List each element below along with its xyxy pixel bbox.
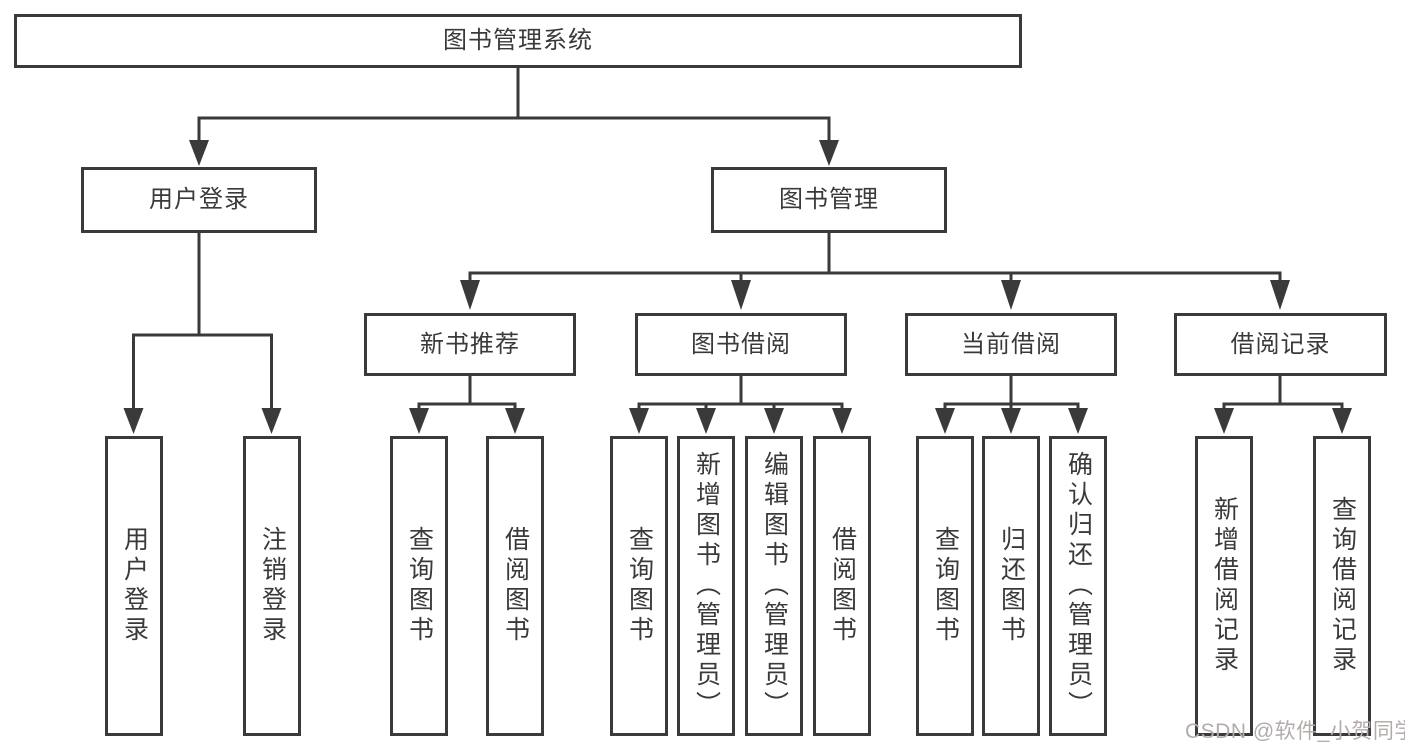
- node-leaf-edit-book-admin: 编辑图书（管理员）: [745, 436, 803, 736]
- node-leaf-query-books-borrowing: 查询图书: [610, 436, 668, 736]
- node-label: 图书管理系统: [443, 27, 593, 54]
- node-label: 新增图书（管理员）: [692, 451, 721, 721]
- node-user-login-group: 用户登录: [81, 167, 317, 233]
- node-leaf-add-borrow-record: 新增借阅记录: [1195, 436, 1253, 736]
- node-label: 图书借阅: [691, 330, 791, 358]
- node-book-management: 图书管理: [711, 167, 947, 233]
- node-new-book-recommend: 新书推荐: [364, 313, 576, 376]
- node-label: 借阅记录: [1230, 330, 1331, 358]
- node-label: 归还图书: [997, 526, 1026, 646]
- node-leaf-user-login: 用户登录: [105, 436, 163, 736]
- node-leaf-query-books-recommend: 查询图书: [390, 436, 448, 736]
- node-label: 查询图书: [405, 526, 434, 646]
- node-label: 图书管理: [779, 186, 879, 213]
- node-leaf-logout: 注销登录: [243, 436, 301, 736]
- node-leaf-confirm-return-admin: 确认归还（管理员）: [1049, 436, 1107, 736]
- node-leaf-borrow-books-borrowing: 借阅图书: [813, 436, 871, 736]
- node-book-borrowing: 图书借阅: [635, 313, 847, 376]
- node-label: 借阅图书: [828, 526, 857, 646]
- node-leaf-borrow-books-recommend: 借阅图书: [486, 436, 544, 736]
- node-label: 查询图书: [625, 526, 654, 646]
- node-label: 当前借阅: [961, 330, 1061, 358]
- node-label: 确认归还（管理员）: [1064, 451, 1093, 721]
- node-leaf-return-book: 归还图书: [982, 436, 1040, 736]
- node-label: 查询图书: [931, 526, 960, 646]
- node-label: 新书推荐: [420, 330, 520, 358]
- node-label: 用户登录: [120, 526, 149, 646]
- node-label: 查询借阅记录: [1328, 496, 1357, 676]
- node-borrowing-records: 借阅记录: [1174, 313, 1387, 376]
- node-label: 注销登录: [258, 526, 287, 646]
- node-label: 借阅图书: [501, 526, 530, 646]
- node-label: 编辑图书（管理员）: [760, 451, 789, 721]
- node-leaf-query-books-current: 查询图书: [916, 436, 974, 736]
- node-label: 用户登录: [149, 186, 249, 213]
- node-label: 新增借阅记录: [1210, 496, 1239, 676]
- node-current-borrowing: 当前借阅: [905, 313, 1117, 376]
- watermark: CSDN @软件_小贺同学: [1185, 720, 1405, 743]
- node-leaf-query-borrow-record: 查询借阅记录: [1313, 436, 1371, 736]
- node-system: 图书管理系统: [14, 14, 1022, 68]
- node-leaf-add-book-admin: 新增图书（管理员）: [677, 436, 735, 736]
